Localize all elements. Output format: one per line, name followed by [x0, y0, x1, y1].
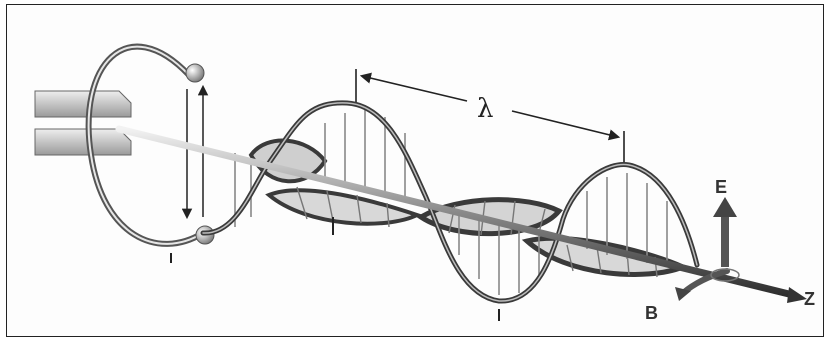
- z-axis-label: Z: [804, 289, 815, 309]
- charge-ball-top: [185, 63, 205, 83]
- propagation-axis: [115, 125, 807, 303]
- wavelength-marker: λ: [355, 69, 625, 165]
- em-wave-diagram: λ: [34, 43, 815, 323]
- diagram-frame: λ: [6, 4, 824, 337]
- electric-field-wave: [200, 100, 700, 304]
- field-ticks: [170, 217, 500, 321]
- wavelength-label: λ: [477, 94, 493, 124]
- antenna-plates: [34, 90, 132, 156]
- b-field-label: B: [645, 303, 658, 323]
- field-vector-triad: [675, 197, 740, 301]
- e-field-label: E: [715, 177, 727, 197]
- magnetic-field-wave: [248, 138, 690, 278]
